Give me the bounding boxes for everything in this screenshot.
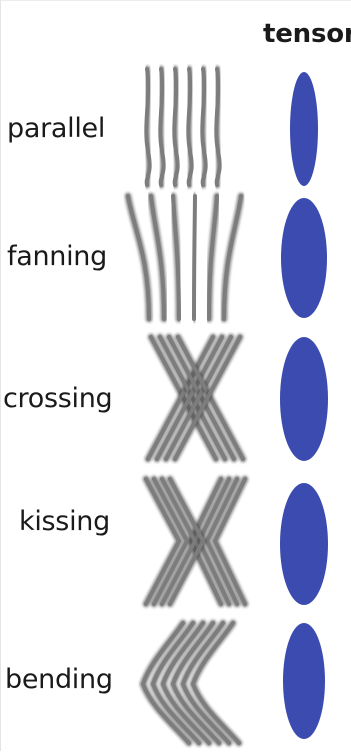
tensor-ellipse-fanning <box>281 198 327 318</box>
fanning-fiber <box>149 194 166 321</box>
tensor-ellipse-kissing <box>280 483 328 605</box>
crossing-fiber-b <box>155 335 224 461</box>
kissing-fiber-right <box>212 477 247 606</box>
kissing-fiber-left <box>152 477 190 606</box>
row-label-parallel: parallel <box>7 113 106 144</box>
tensor-ellipse-bending <box>283 623 325 739</box>
fanning-fiber <box>126 194 151 321</box>
parallel-fiber <box>186 67 194 187</box>
crossing-fiber-b <box>146 335 215 461</box>
row-label-fanning: fanning <box>7 241 107 272</box>
tensor-column-header: tensor <box>263 19 351 49</box>
kissing-fiber-left <box>160 477 198 606</box>
crossing-fiber-b <box>164 335 233 461</box>
bending-fiber <box>180 621 231 745</box>
parallel-fiber <box>200 67 208 187</box>
bending-fiber <box>140 621 191 745</box>
crossing-fiber-bundle <box>144 333 247 463</box>
parallel-fiber <box>144 67 152 187</box>
parallel-fiber <box>214 67 222 187</box>
parallel-fiber <box>158 67 166 187</box>
tensor-ellipse-crossing <box>280 337 328 461</box>
parallel-fiber-bundle <box>142 65 224 189</box>
row-label-kissing: kissing <box>19 506 110 537</box>
kissing-fiber-left <box>144 477 182 606</box>
bending-fiber-bundle <box>139 619 243 747</box>
bending-fiber <box>170 621 221 745</box>
bending-fiber <box>190 621 241 745</box>
kissing-fiber-bundle <box>142 475 249 608</box>
fanning-fiber <box>171 194 181 321</box>
parallel-fiber <box>172 67 180 187</box>
kissing-fiber-right <box>188 477 223 606</box>
fanning-fiber <box>192 194 197 321</box>
fanning-fiber-bundle <box>124 192 245 323</box>
tensor-ellipse-parallel <box>290 72 318 186</box>
kissing-fiber-left <box>168 477 206 606</box>
fanning-fiber <box>207 194 219 321</box>
row-label-bending: bending <box>5 664 113 695</box>
bending-fiber <box>160 621 211 745</box>
row-label-crossing: crossing <box>3 383 113 414</box>
kissing-fiber-right <box>196 477 231 606</box>
bending-fiber <box>150 621 201 745</box>
crossing-fiber-b <box>173 335 242 461</box>
kissing-fiber-right <box>204 477 239 606</box>
fanning-fiber <box>222 194 243 321</box>
